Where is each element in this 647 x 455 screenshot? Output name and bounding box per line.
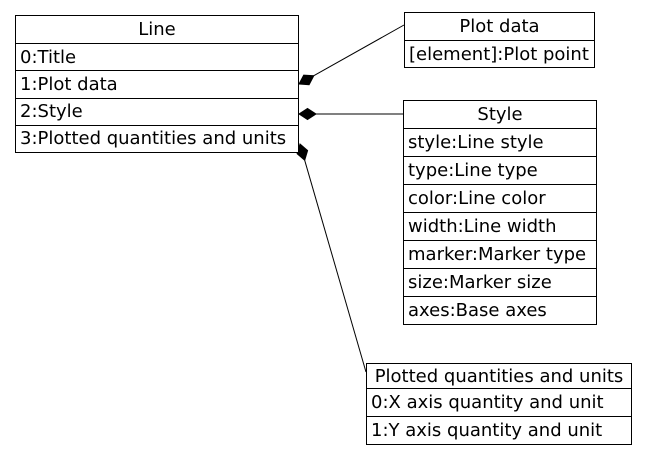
attribute-row-plotted-quantities: 3:Plotted quantities and units xyxy=(20,128,287,150)
edge-line xyxy=(304,160,367,373)
attribute-row-line-style: style:Line style xyxy=(404,129,596,157)
attribute-row-title: 0:Title xyxy=(16,44,298,72)
edge-line xyxy=(313,24,405,77)
attribute-row-x-axis: 0:X axis quantity and unit xyxy=(367,389,631,417)
class-box-plotted-quantities: Plotted quantities and units 0:X axis qu… xyxy=(366,363,632,445)
class-box-title: Line xyxy=(16,16,298,44)
composition-edge-plotted-quantities xyxy=(296,143,367,373)
composition-diamond-icon xyxy=(298,107,317,121)
composition-edge-style xyxy=(298,107,403,121)
class-box-title: Plotted quantities and units xyxy=(367,364,631,389)
attribute-row-base-axes: axes:Base axes xyxy=(408,300,547,321)
attribute-row-y-axis: 1:Y axis quantity and unit xyxy=(371,420,603,441)
class-box-line: Line 0:Title 1:Plot data 2:Style 3:Plott… xyxy=(15,15,299,153)
composition-edge-plot-data xyxy=(298,24,405,86)
attribute-row-line-type: type:Line type xyxy=(404,157,596,185)
attribute-row-marker-size: size:Marker size xyxy=(404,269,596,297)
class-box-title: Style xyxy=(404,101,596,129)
class-box-plot-data: Plot data [element]:Plot point xyxy=(404,12,595,68)
attribute-row-plot-data: 1:Plot data xyxy=(16,71,298,99)
class-box-style: Style style:Line style type:Line type co… xyxy=(403,100,597,325)
composition-diamond-icon xyxy=(298,74,315,86)
attribute-row-line-color: color:Line color xyxy=(404,185,596,213)
attribute-row-marker-type: marker:Marker type xyxy=(404,241,596,269)
attribute-row-line-width: width:Line width xyxy=(404,213,596,241)
attribute-row-style: 2:Style xyxy=(16,99,298,126)
attribute-row-element: [element]:Plot point xyxy=(409,43,589,65)
class-box-title: Plot data xyxy=(405,13,594,41)
